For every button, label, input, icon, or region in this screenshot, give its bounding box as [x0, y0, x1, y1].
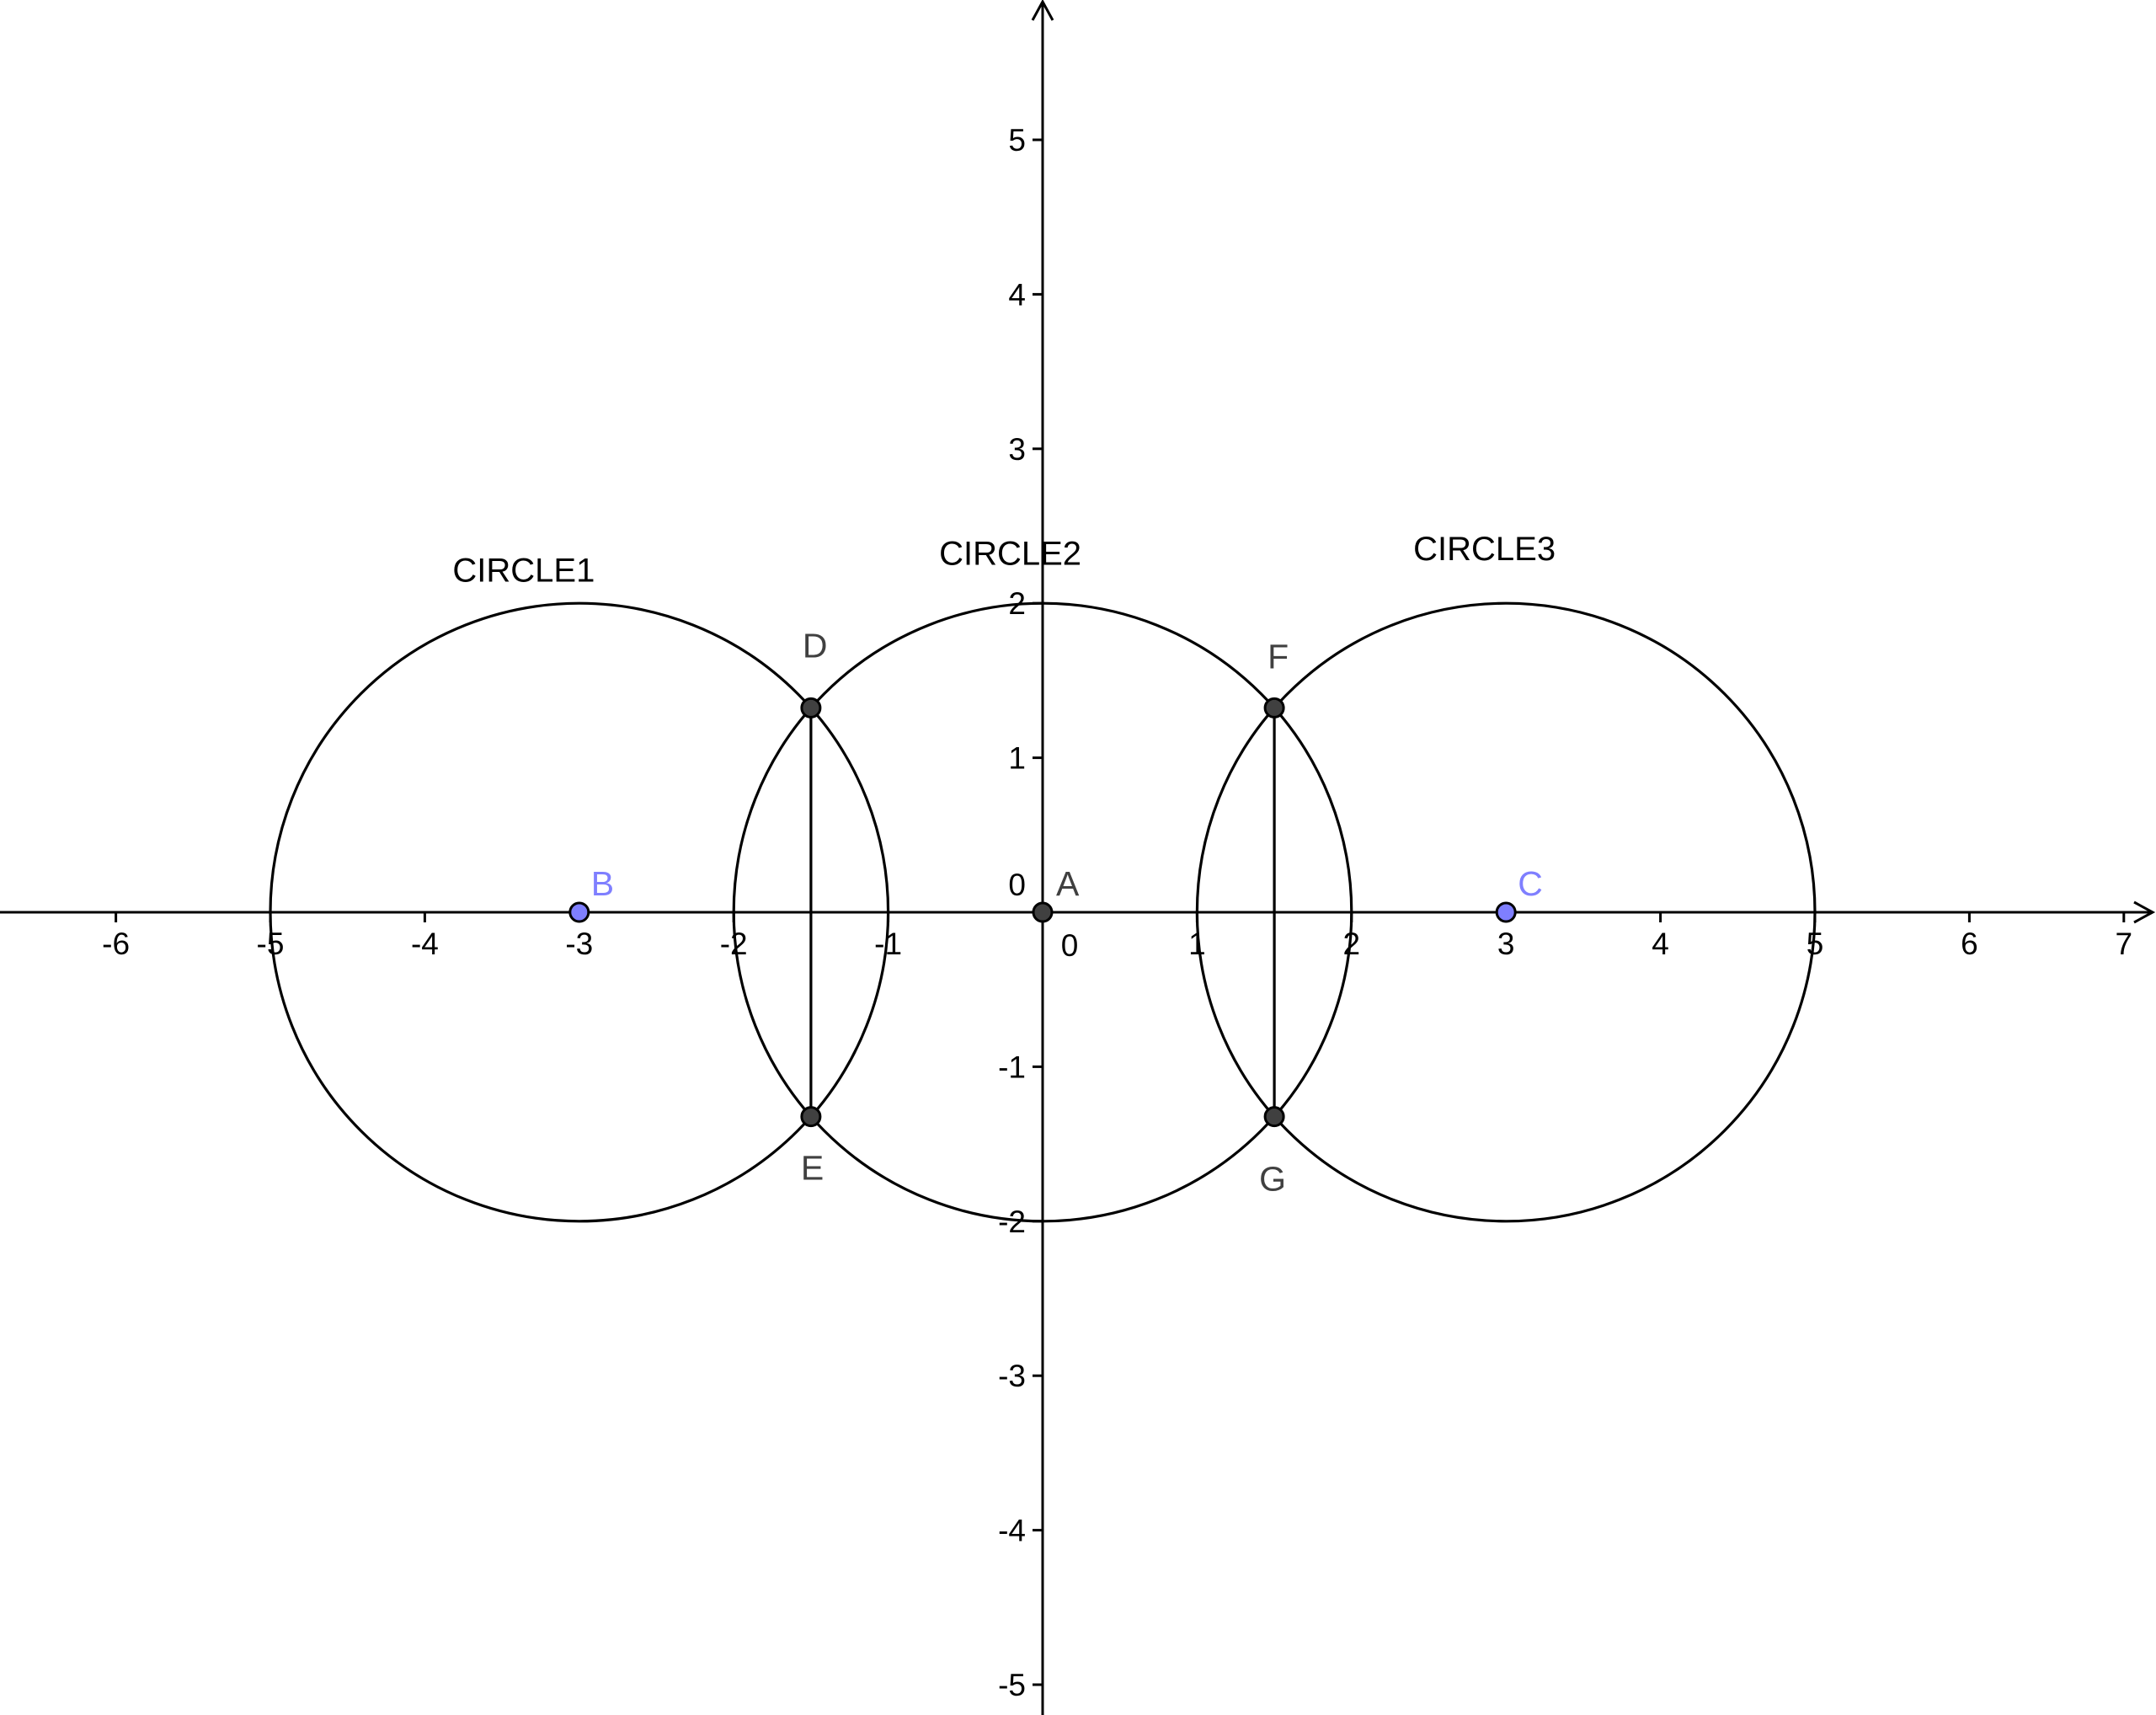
y-tick-label: 2: [1008, 586, 1026, 621]
x-tick-label: 2: [1343, 927, 1361, 961]
y-tick-label: -1: [998, 1050, 1026, 1084]
y-axis-arrow: [1031, 0, 1054, 21]
x-tick-label: -3: [565, 927, 593, 961]
point-d-label: D: [803, 626, 828, 665]
y-tick-label: -2: [998, 1205, 1026, 1239]
circle-label-2: CIRCLE2: [939, 535, 1081, 572]
origin-label-y: 0: [1008, 868, 1026, 902]
point-c-dot: [1495, 901, 1517, 923]
point-a-dot: [1032, 901, 1054, 923]
x-tick-label: 7: [2116, 927, 2133, 961]
x-tick-label: -2: [720, 927, 748, 961]
point-e-dot: [800, 1106, 822, 1128]
circle-label-1: CIRCLE1: [452, 553, 595, 590]
point-e-label: E: [801, 1149, 824, 1188]
origin-label-x: 0: [1061, 928, 1079, 963]
x-tick-label: 3: [1497, 927, 1515, 961]
x-tick-label: 5: [1806, 927, 1824, 961]
y-tick-label: 4: [1008, 277, 1026, 312]
x-tick-label: -5: [257, 927, 285, 961]
point-a-label: A: [1056, 864, 1080, 903]
point-f-label: F: [1267, 637, 1289, 676]
y-tick-label: 3: [1008, 432, 1026, 467]
point-b-label: B: [591, 864, 614, 903]
point-f-dot: [1263, 697, 1285, 719]
x-tick-label: -6: [102, 927, 130, 961]
x-tick-label: 6: [1961, 927, 1978, 961]
y-tick-label: -5: [998, 1668, 1026, 1702]
y-tick-label: -3: [998, 1359, 1026, 1393]
x-tick-label: 1: [1188, 927, 1206, 961]
y-tick-label: -4: [998, 1514, 1026, 1548]
labels-layer: CIRCLE1 CIRCLE2 CIRCLE3: [452, 531, 1556, 590]
points-layer: A B C D E F G: [568, 626, 1543, 1199]
y-tick-label: 1: [1008, 741, 1026, 776]
point-g-dot: [1263, 1106, 1285, 1128]
y-tick-label: 5: [1008, 123, 1026, 158]
x-tick-label: -4: [411, 927, 439, 961]
point-d-dot: [800, 697, 822, 719]
x-tick-label: -1: [874, 927, 902, 961]
point-c-label: C: [1518, 864, 1543, 903]
x-tick-label: 4: [1652, 927, 1669, 961]
point-g-label: G: [1259, 1160, 1286, 1199]
x-axis-arrow: [2133, 900, 2156, 924]
circle-label-3: CIRCLE3: [1413, 531, 1556, 568]
point-b-dot: [568, 901, 590, 923]
